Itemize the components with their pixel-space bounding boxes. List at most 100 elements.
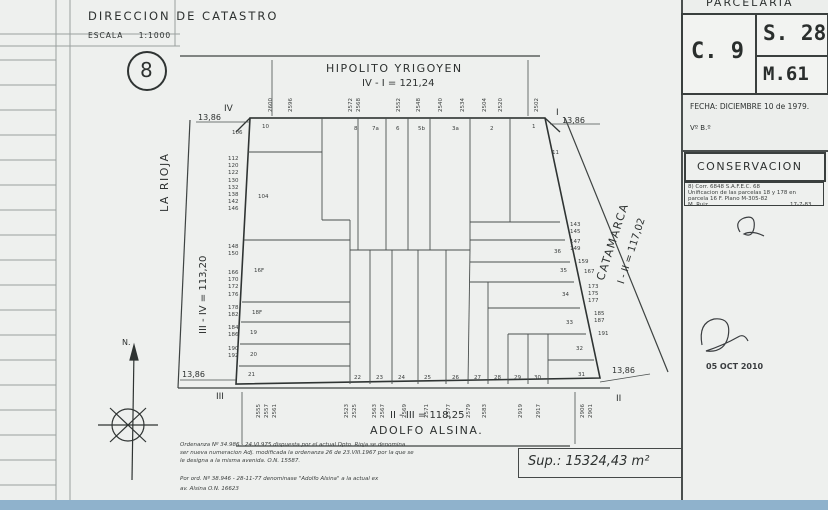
- parcel-label: 36: [554, 249, 561, 255]
- door-number: 2502: [534, 98, 540, 112]
- door-number: 2917: [536, 404, 542, 418]
- parcel-label: 2: [490, 126, 494, 132]
- parcel-label: 28: [494, 375, 501, 381]
- door-number: 2525: [352, 404, 358, 418]
- street-bottom-name: ADOLFO ALSINA.: [370, 424, 484, 437]
- parcel-label: 8: [354, 126, 358, 132]
- parcel-label: 34: [562, 292, 569, 298]
- parcel-label: 1: [532, 124, 536, 130]
- street-left-measure: III - IV = 113,20: [198, 255, 209, 334]
- door-number: 2577: [446, 404, 452, 418]
- parcel-label: 16F: [254, 268, 265, 274]
- plate-heading: PARCELARIA: [706, 0, 794, 9]
- door-number: 2579: [466, 404, 472, 418]
- parcel-label: 19: [250, 330, 257, 336]
- door-number: 2540: [438, 98, 444, 112]
- section-box: S. 28: [755, 13, 828, 57]
- conservacion-note-date: 17-7-83: [790, 202, 812, 208]
- door-number: 2596: [288, 98, 294, 112]
- scale-row: ESCALA 1:1000: [88, 31, 171, 40]
- circ-box: C. 9: [681, 13, 757, 95]
- door-number: 2557: [264, 404, 270, 418]
- parcel-label: 25: [424, 375, 431, 381]
- door-number: 2568: [356, 98, 362, 112]
- parcel-label: 31: [578, 372, 585, 378]
- parcel-label: 5b: [418, 126, 425, 132]
- scale-label: ESCALA: [88, 31, 124, 40]
- conservacion-note-line: Unificacion de las parcelas 18 y 178 en: [688, 190, 796, 196]
- section-value: S. 28: [763, 21, 827, 45]
- door-number: 2600: [268, 98, 274, 112]
- parcel-label: 22: [354, 375, 361, 381]
- door-number: 2583: [482, 404, 488, 418]
- street-top-name: HIPOLITO YRIGOYEN: [326, 62, 463, 75]
- parcel-label: 20: [250, 352, 257, 358]
- door-number: 2520: [498, 98, 504, 112]
- conservacion-note-line: M. Ruiz: [688, 202, 708, 208]
- parcel-label: 27: [474, 375, 481, 381]
- conservacion-title-box: [684, 152, 826, 182]
- door-number: 2504: [482, 98, 488, 112]
- door-number: 2552: [396, 98, 402, 112]
- door-number: 2555: [256, 404, 262, 418]
- north-label: N.: [122, 338, 131, 347]
- chamfer-ii: 13,86: [612, 366, 635, 375]
- parcel-label: 7a: [372, 126, 379, 132]
- street-bottom-measure: II - III = 118,25: [390, 410, 465, 421]
- parcel-label: 30: [534, 375, 541, 381]
- parcel-label: 33: [566, 320, 573, 326]
- conservacion-note-line: 8) Corr. 6848 S.A.F.E.C. 68: [688, 184, 761, 190]
- date-row: FECHA: DICIEMBRE 10 de 1979.: [690, 102, 809, 111]
- parcel-label: 106: [232, 130, 243, 136]
- received-date-stamp: 05 OCT 2010: [706, 362, 764, 371]
- parcel-label: 21: [248, 372, 255, 378]
- chamfer-iv: 13,86: [198, 113, 221, 122]
- parcel-label: 35: [560, 268, 567, 274]
- surface-value: Sup.: 15324,43 m²: [528, 454, 650, 469]
- footnote-line: ser nueva numeracion Adj. modificada la …: [180, 450, 414, 456]
- door-number: 2534: [460, 98, 466, 112]
- corner-iv: IV: [224, 104, 233, 114]
- footnote-line: Por ord. Nº 38.946 - 28-11-77 denominase…: [180, 476, 379, 482]
- corner-iii: III: [216, 392, 224, 402]
- parcel-label: 3a: [452, 126, 459, 132]
- street-left-name: LA RIOJA: [158, 152, 171, 212]
- door-number: 2548: [416, 98, 422, 112]
- door-number: 2919: [518, 404, 524, 418]
- parcel-label: 29: [514, 375, 521, 381]
- conservacion-note-line: parcela 16 F. Plano M-305-82: [688, 196, 768, 202]
- parcel-label: 10: [262, 124, 269, 130]
- chamfer-i: 13,86: [562, 116, 585, 125]
- manzana-box: M.61: [755, 55, 828, 95]
- vb-label: Vº B.º: [690, 124, 711, 132]
- door-number: 2561: [272, 404, 278, 418]
- parcel-label: 11: [552, 150, 559, 156]
- parcel-label: 18F: [252, 310, 263, 316]
- date-value: DICIEMBRE 10 de 1979.: [719, 102, 810, 111]
- office-title: DIRECCION DE CATASTRO: [88, 9, 279, 23]
- conservacion-panel: [681, 150, 828, 500]
- door-number: 2523: [344, 404, 350, 418]
- footnote-line: le designa a la misma avenida. O.N. 1558…: [180, 458, 301, 464]
- corner-ii: II: [616, 394, 622, 404]
- chamfer-iii: 13,86: [182, 370, 205, 379]
- corner-i: I: [556, 108, 559, 118]
- sheet-number: 8: [140, 58, 153, 82]
- door-number: 2572: [348, 98, 354, 112]
- footnote-line: av. Alsina O.N. 16623: [180, 486, 239, 492]
- door-number: 2563: [372, 404, 378, 418]
- street-top-measure: IV - I = 121,24: [362, 78, 435, 89]
- scale-value: 1:1000: [138, 31, 172, 40]
- door-number: 2569: [402, 404, 408, 418]
- door-number: 2906: [580, 404, 586, 418]
- parcel-label: 32: [576, 346, 583, 352]
- bottom-edge-strip: [0, 500, 828, 510]
- manzana-value: M.61: [763, 63, 809, 85]
- parcel-label: 104: [258, 194, 269, 200]
- door-number: 2571: [424, 404, 430, 418]
- parcel-label: 23: [376, 375, 383, 381]
- surface-box: [518, 448, 682, 478]
